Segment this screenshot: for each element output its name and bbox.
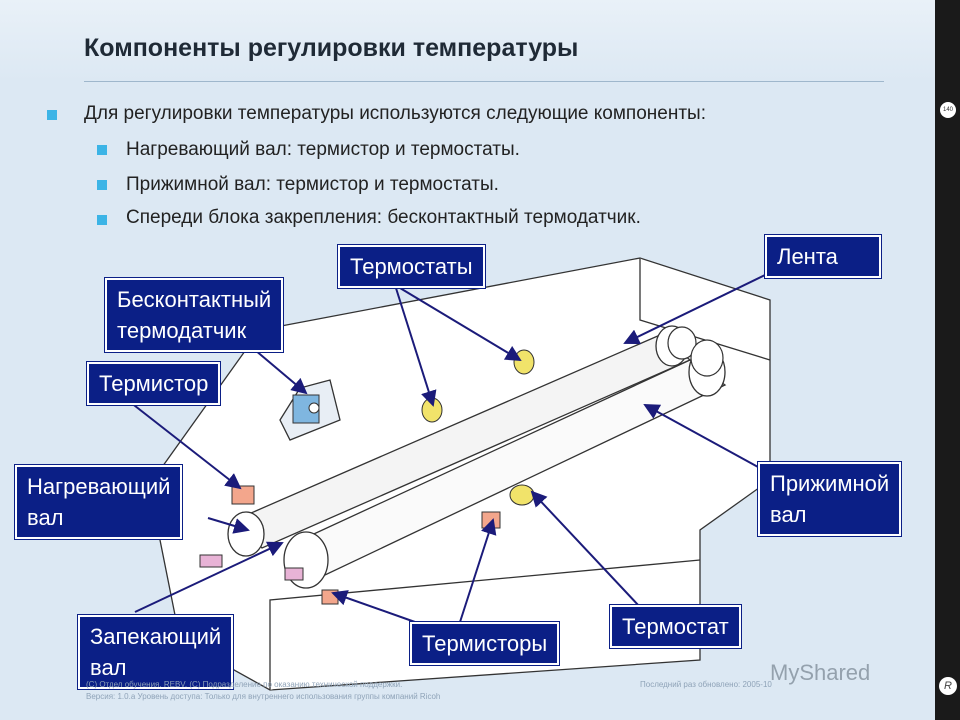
slide-title: Компоненты регулировки температуры — [84, 34, 579, 62]
label-thermostats: Термостаты — [337, 244, 486, 289]
page-number: 140 — [940, 102, 956, 118]
title-divider — [84, 81, 884, 82]
label-line: вал — [770, 502, 807, 527]
contactless-sensor-icon — [292, 394, 320, 424]
bullet-icon — [97, 215, 107, 225]
label-line: Прижимной — [770, 471, 890, 496]
list-item: Прижимной вал: термистор и термостаты. — [126, 174, 499, 195]
label-thermostat: Термостат — [609, 604, 742, 649]
label-thermistors: Термисторы — [408, 621, 561, 666]
label-line: Запекающий — [90, 624, 222, 649]
label-heating-roller: Нагревающий вал — [13, 464, 184, 540]
bullet-icon — [97, 145, 107, 155]
title-bar — [0, 0, 935, 82]
label-line: Нагревающий — [27, 474, 171, 499]
right-sidebar — [935, 0, 960, 720]
label-line: термодатчик — [117, 318, 247, 343]
footer-updated: Последний раз обновлено: 2005-10 — [640, 680, 772, 689]
footer-version: Версия: 1.0.a Уровень доступа: Только дл… — [86, 692, 441, 701]
gear-icon — [667, 326, 724, 377]
ricoh-logo-icon: R — [939, 677, 957, 695]
label-line: вал — [27, 505, 64, 530]
label-thermistor: Термистор — [85, 361, 222, 406]
label-contactless-sensor: Бесконтактный термодатчик — [103, 277, 285, 353]
label-line: вал — [90, 655, 127, 680]
bullet-icon — [47, 110, 57, 120]
label-fusing-roller: Запекающий вал — [76, 614, 235, 690]
list-item: Нагревающий вал: термистор и термостаты. — [126, 139, 520, 160]
belt-strip — [428, 371, 552, 434]
label-belt: Лента — [764, 234, 882, 279]
footer-copyright: (C) Отдел обучения. REBV. (C) Подразделе… — [86, 680, 403, 689]
bullet-icon — [97, 180, 107, 190]
label-pressure-roller: Прижимной вал — [756, 461, 903, 537]
intro-text: Для регулировки температуры используются… — [84, 103, 706, 124]
list-item: Спереди блока закрепления: бесконтактный… — [126, 207, 641, 228]
watermark: MyShared — [770, 660, 871, 685]
label-line: Бесконтактный — [117, 287, 272, 312]
pointer-arrows — [129, 274, 766, 623]
